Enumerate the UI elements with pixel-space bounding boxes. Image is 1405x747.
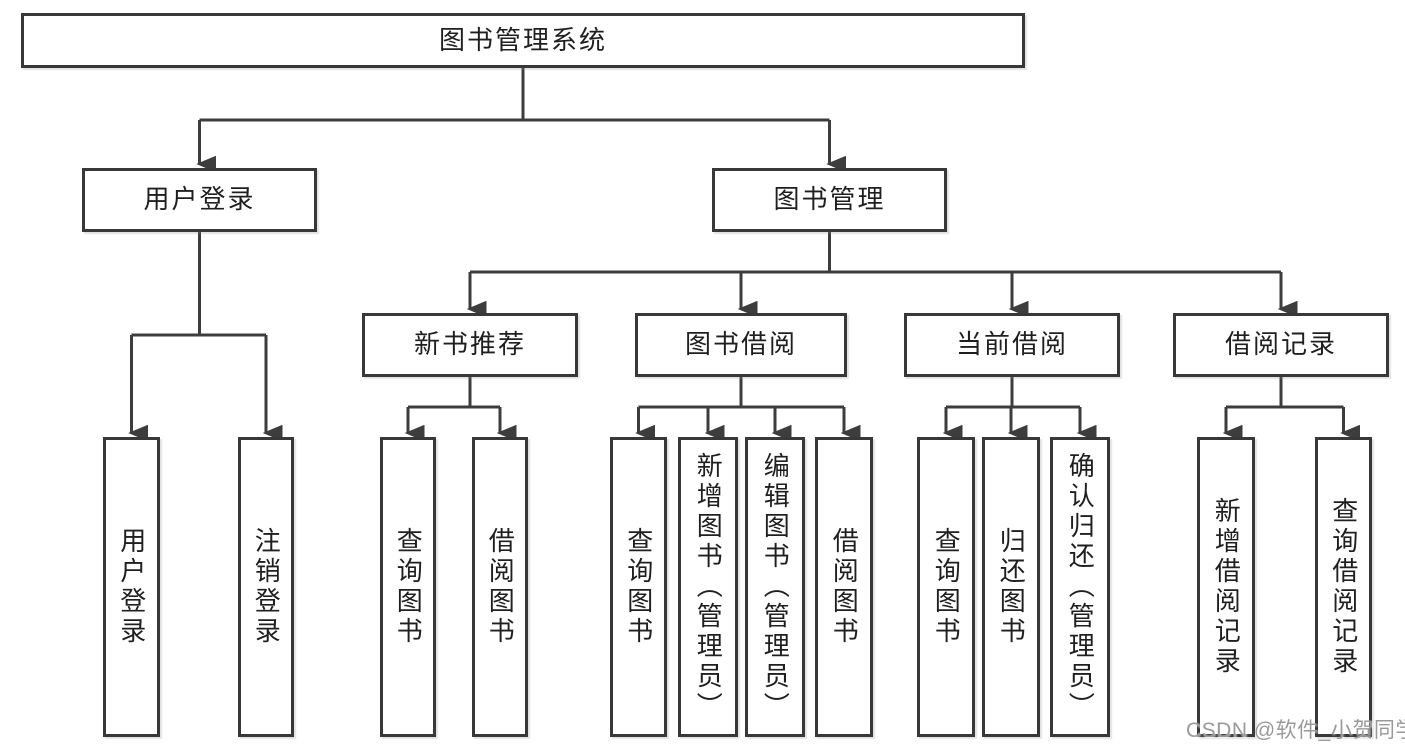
node-current-borrow: 当前借阅 bbox=[904, 313, 1120, 377]
connector-line bbox=[470, 232, 1281, 274]
connector-line bbox=[408, 377, 500, 409]
node-library-management-system: 图书管理系统 bbox=[21, 13, 1025, 68]
node-query-borrow-record: 查询借阅记录 bbox=[1315, 437, 1372, 737]
edge-root-to-level2 bbox=[196, 68, 846, 173]
node-recommend-borrow-books: 借阅图书 bbox=[472, 437, 528, 737]
node-add-borrow-record: 新增借阅记录 bbox=[1197, 437, 1255, 737]
edge-book-borrow-to-children bbox=[635, 377, 861, 442]
node-return-books: 归还图书 bbox=[982, 437, 1040, 737]
node-current-query-books: 查询图书 bbox=[917, 437, 975, 737]
node-borrow-query-books: 查询图书 bbox=[610, 437, 667, 737]
connector-line bbox=[199, 68, 830, 122]
edge-new-book-recommend-to-children bbox=[404, 377, 517, 442]
node-edit-books-admin: 编辑图书（管理员） bbox=[745, 437, 805, 737]
connector-line bbox=[638, 377, 844, 409]
node-borrow-borrow-books: 借阅图书 bbox=[815, 437, 873, 737]
connector-line bbox=[131, 232, 266, 337]
node-user-login-leaf: 用户登录 bbox=[103, 437, 160, 737]
node-user-login: 用户登录 bbox=[82, 168, 317, 232]
edge-book-management-to-level3 bbox=[466, 232, 1298, 318]
node-confirm-return-admin: 确认归还（管理员） bbox=[1050, 437, 1110, 737]
node-book-management: 图书管理 bbox=[712, 168, 947, 232]
edge-current-borrow-to-children bbox=[942, 377, 1097, 442]
node-add-books-admin: 新增图书（管理员） bbox=[678, 437, 738, 737]
edge-user-login-to-children bbox=[128, 232, 283, 442]
connector-line bbox=[946, 377, 1080, 409]
node-book-borrow: 图书借阅 bbox=[635, 313, 847, 377]
csdn-watermark: CSDN @软件_小贺同学 bbox=[1186, 719, 1405, 742]
node-new-book-recommend: 新书推荐 bbox=[362, 313, 578, 377]
connector-line bbox=[1226, 377, 1344, 409]
node-borrow-records: 借阅记录 bbox=[1173, 313, 1389, 377]
edge-borrow-records-to-children bbox=[1222, 377, 1360, 442]
node-logout: 注销登录 bbox=[238, 437, 294, 737]
node-recommend-query-books: 查询图书 bbox=[380, 437, 436, 737]
